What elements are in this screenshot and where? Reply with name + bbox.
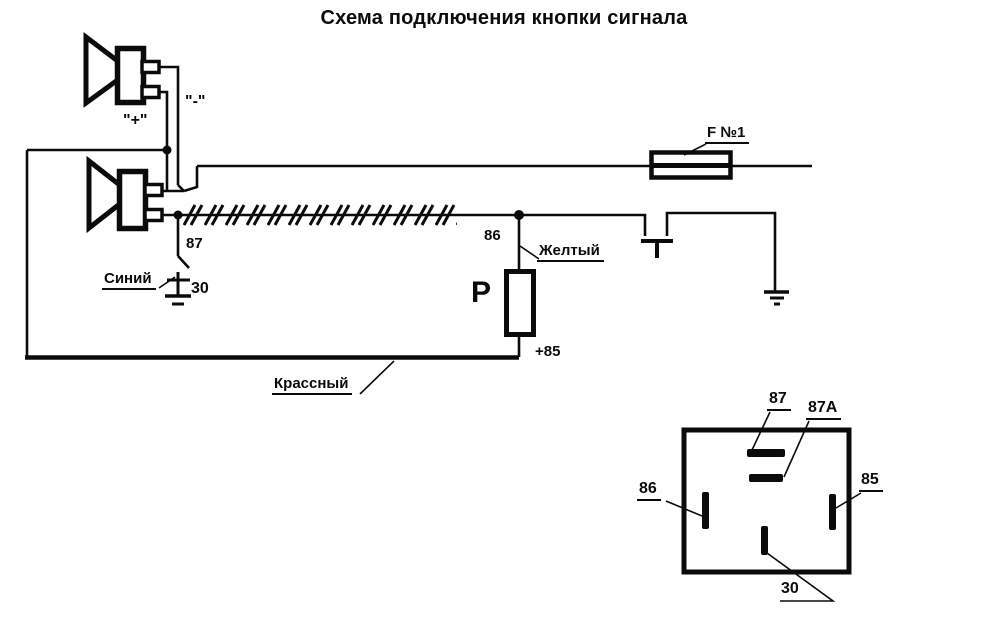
relay-pin-87a-label: 87A	[806, 399, 842, 420]
relay-pin-87-label: 87	[767, 390, 791, 411]
terminal-30-label: 30	[191, 280, 209, 297]
ground-icon	[764, 290, 789, 306]
page-title: Схема подключения кнопки сигнала	[320, 7, 688, 29]
relay-pin-87-slot	[747, 449, 785, 457]
yellow-wire-label: Желтый	[537, 243, 604, 262]
horn-button-icon	[641, 239, 673, 258]
relay-coil-label: P	[471, 276, 492, 309]
relay-coil-icon	[504, 269, 536, 337]
terminal-85-label: +85	[535, 343, 561, 360]
relay-pinout-box	[681, 427, 852, 575]
red-wire-label: Крассный	[272, 376, 353, 395]
wiring	[25, 65, 812, 357]
ground-icon	[165, 272, 191, 306]
blue-wire-label: Синий	[102, 271, 156, 290]
fuse-icon	[649, 150, 733, 180]
junction-dot	[173, 210, 183, 220]
junction-dot	[162, 145, 172, 155]
relay-pin-85-slot	[829, 494, 836, 530]
fuse-label: F №1	[705, 125, 750, 144]
relay-pin-30-slot	[761, 526, 768, 555]
relay-pin-85-label: 85	[859, 471, 883, 492]
horn-minus-label: "-"	[185, 93, 206, 110]
horn-speaker-icon	[86, 155, 164, 234]
horn-speaker-icon	[83, 31, 161, 108]
relay-pin-30-label: 30	[781, 580, 799, 597]
horn-plus-label: "+"	[123, 112, 148, 129]
relay-pin-86-slot	[702, 492, 709, 529]
shielded-wire-hatching	[183, 204, 457, 226]
terminal-87-label: 87	[186, 235, 203, 252]
relay-pin-87a-slot	[749, 474, 783, 482]
leader-lines	[158, 143, 862, 602]
terminal-86-label: 86	[484, 227, 501, 244]
relay-pin-86-label: 86	[637, 480, 661, 501]
junction-dot	[514, 210, 524, 220]
